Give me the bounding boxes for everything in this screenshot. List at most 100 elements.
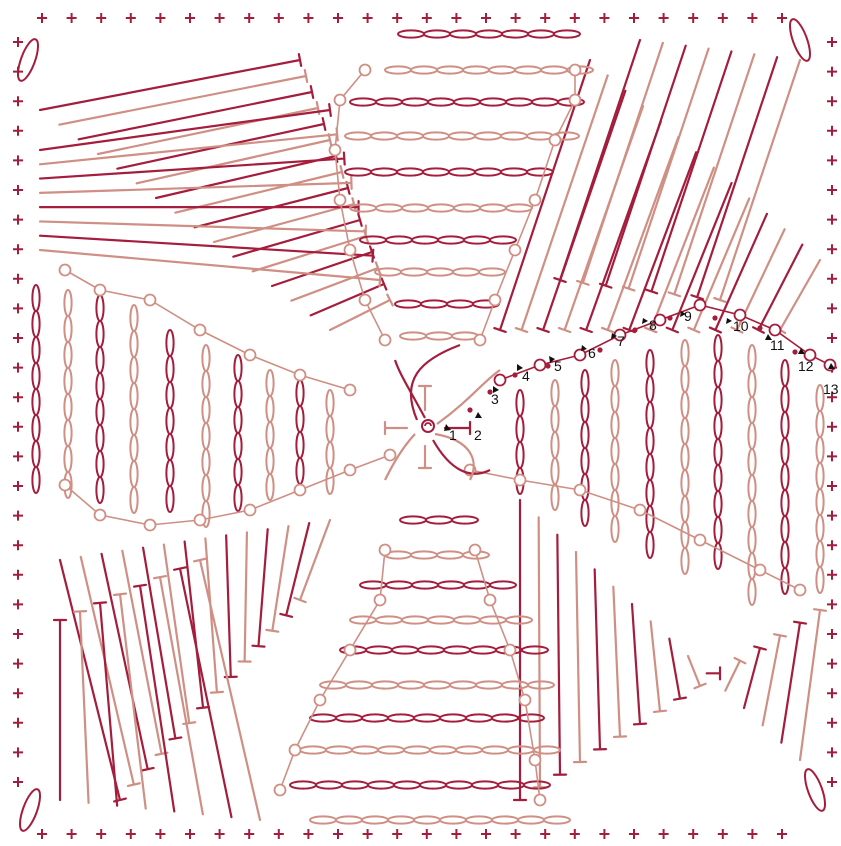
- double-crochet-mark: [38, 220, 367, 239]
- slip-stitch: [383, 448, 397, 462]
- double-crochet-mark: [644, 50, 733, 295]
- chain-stitch: [394, 299, 422, 309]
- chain-stitch: [129, 434, 139, 462]
- chain-stitch: [713, 542, 723, 570]
- chain-stitch: [543, 815, 571, 825]
- chain-stitch: [265, 395, 275, 423]
- slip-stitch: [378, 543, 392, 557]
- chain-stitch: [95, 424, 105, 452]
- chain-stitch: [479, 97, 507, 107]
- chain-stitch: [610, 515, 620, 543]
- chain-stitch: [553, 29, 581, 39]
- single-crochet-mark: [481, 13, 491, 23]
- chain-stitch: [393, 780, 421, 790]
- chain-stitch: [423, 680, 451, 690]
- double-crochet-mark: [512, 498, 528, 802]
- chain-stitch: [201, 396, 211, 424]
- slip-stitch: [693, 298, 707, 312]
- chain-stitch: [515, 441, 525, 469]
- double-crochet-mark: [667, 53, 756, 298]
- chain-stitch: [815, 410, 825, 438]
- chain-stitch: [63, 445, 73, 473]
- single-crochet-mark: [658, 13, 669, 23]
- chain-stitch: [780, 515, 790, 543]
- chain-stitch: [129, 486, 139, 514]
- chain-stitch: [31, 466, 41, 494]
- chain-stitch: [527, 29, 555, 39]
- chain-stitch: [129, 356, 139, 384]
- chain-stitch: [680, 443, 690, 471]
- chain-stitch: [580, 421, 590, 449]
- double-crochet-mark: [38, 200, 360, 215]
- chain-stitch: [425, 515, 453, 525]
- slip-stitch: [358, 293, 372, 307]
- chain-stitch: [31, 284, 41, 312]
- chain-stitch: [500, 131, 528, 141]
- double-crochet-mark: [621, 47, 710, 292]
- chain-stitch: [610, 385, 620, 413]
- chain-stitch: [713, 464, 723, 492]
- chain-stitch: [645, 531, 655, 559]
- single-crochet-mark: [13, 747, 23, 758]
- chain-stitch: [747, 526, 757, 554]
- slip-stitch: [333, 193, 347, 207]
- chain-stitch: [31, 440, 41, 468]
- chain-stitch: [63, 367, 73, 395]
- single-crochet-mark: [777, 13, 787, 23]
- chain-stitch: [500, 167, 528, 177]
- row-label-5: 5: [554, 358, 562, 374]
- double-crochet-mark: [251, 528, 269, 648]
- chain-stitch: [95, 346, 105, 374]
- single-crochet-mark: [827, 96, 837, 107]
- row-arrow-3: [493, 386, 499, 393]
- chain-stitch: [515, 415, 525, 443]
- chain-stitch: [533, 745, 561, 755]
- single-crochet-mark: [827, 185, 837, 195]
- double-crochet-mark: [112, 592, 147, 810]
- single-crochet-mark: [392, 13, 403, 23]
- chain-stitch: [780, 437, 790, 465]
- chain-stitch: [95, 398, 105, 426]
- single-crochet-mark: [688, 13, 699, 23]
- single-crochet-mark: [13, 362, 23, 373]
- row-label-4: 4: [522, 368, 530, 384]
- single-crochet-mark: [244, 829, 255, 839]
- chain-stitch: [780, 385, 790, 413]
- single-crochet-mark: [827, 658, 837, 669]
- centre-swirl: [434, 432, 475, 481]
- chain-stitch: [815, 514, 825, 542]
- chain-stitch: [469, 645, 497, 655]
- double-crochet-mark: [572, 550, 588, 764]
- chain-stitch: [399, 331, 427, 341]
- double-crochet-mark: [761, 633, 787, 727]
- chain-stitch: [463, 235, 491, 245]
- round-start-dot: [667, 315, 673, 321]
- single-crochet-mark: [827, 155, 837, 166]
- row-arrow-10: [726, 318, 732, 324]
- slip-stitch: [793, 583, 807, 597]
- chain-stitch: [475, 680, 503, 690]
- single-crochet-mark: [13, 421, 23, 432]
- slip-stitch: [293, 483, 307, 497]
- double-crochet-mark: [154, 149, 339, 200]
- single-crochet-mark: [13, 569, 23, 580]
- centre-swirl: [384, 433, 416, 481]
- double-crochet-mark: [92, 601, 119, 807]
- chain-stitch: [396, 131, 424, 141]
- single-crochet-mark: [13, 214, 23, 225]
- double-crochet-mark: [668, 637, 688, 701]
- chain-stitch: [401, 615, 429, 625]
- row-label-12: 12: [798, 358, 814, 374]
- slip-stitch: [653, 313, 667, 327]
- row-label-10: 10: [733, 318, 749, 334]
- chain-stitch: [680, 547, 690, 575]
- slip-stitch: [633, 503, 647, 517]
- single-crochet-mark: [155, 829, 166, 839]
- chain-stitch: [377, 745, 405, 755]
- chain-stitch: [419, 780, 447, 790]
- chain-stitch: [384, 65, 412, 75]
- slip-stitch: [343, 383, 357, 397]
- chain-stitch: [437, 235, 465, 245]
- chain-stitch: [474, 131, 502, 141]
